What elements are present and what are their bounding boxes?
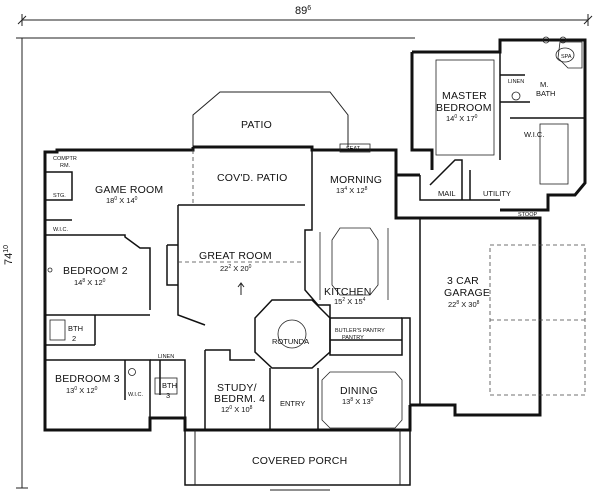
- svg-text:130 X 120: 130 X 120: [66, 386, 98, 395]
- overall-depth-label: 7410: [3, 245, 15, 265]
- linen-master-label: LINEN: [508, 79, 524, 85]
- svg-text:M.: M.: [540, 80, 548, 89]
- spa-label: SPA: [561, 54, 572, 60]
- garage-walls: [410, 216, 586, 417]
- svg-text:MORNING: MORNING: [330, 174, 382, 186]
- patio-label: PATIO: [241, 119, 272, 131]
- svg-text:BTH: BTH: [162, 381, 177, 390]
- linen-hall-label: LINEN: [158, 354, 174, 360]
- master-wing-walls: [410, 36, 587, 212]
- bth3-label: BTH 3: [162, 381, 177, 400]
- rotunda-octagon: [254, 299, 331, 369]
- spa-tub: [557, 41, 583, 69]
- rotunda-label: ROTUNDA: [272, 337, 309, 346]
- stoop-label: STOOP: [518, 212, 537, 218]
- butlers-pantry-label: BUTLER'S PANTRY: [335, 328, 385, 334]
- svg-text:MASTER: MASTER: [442, 90, 487, 102]
- svg-text:140 X 170: 140 X 170: [446, 114, 478, 123]
- game-room-label: GAME ROOM 180 X 140: [95, 184, 163, 205]
- svg-text:228 X 308: 228 X 308: [448, 300, 480, 309]
- kitchen-island: [331, 227, 379, 296]
- mail-label: MAIL: [438, 189, 456, 198]
- svg-text:148 X 120: 148 X 120: [74, 278, 106, 287]
- svg-text:3 CAR: 3 CAR: [447, 275, 479, 287]
- svg-text:134 X 128: 134 X 128: [336, 186, 368, 195]
- covd-patio-label: COV'D. PATIO: [217, 172, 288, 184]
- wic-master-label: W.I.C.: [524, 130, 544, 139]
- master-bedroom-label: MASTER BEDROOM 140 X 170: [436, 90, 492, 123]
- svg-text:BEDRM. 4: BEDRM. 4: [214, 393, 265, 405]
- svg-text:3: 3: [166, 391, 170, 400]
- toilet-icon: [511, 91, 521, 101]
- svg-text:120 X 108: 120 X 108: [221, 405, 253, 414]
- svg-text:GREAT ROOM: GREAT ROOM: [199, 250, 272, 262]
- svg-text:BEDROOM: BEDROOM: [436, 102, 492, 114]
- overall-width-label: 896: [295, 5, 311, 17]
- seat-label: SEAT: [346, 146, 361, 152]
- interior-walls: [45, 143, 411, 430]
- covered-porch-outline: [184, 429, 411, 491]
- window-seat: [339, 143, 371, 153]
- svg-text:GARAGE: GARAGE: [444, 287, 490, 299]
- master-bedroom-inner: [435, 59, 495, 156]
- svg-text:STUDY/: STUDY/: [217, 382, 257, 394]
- bedroom2-label: BEDROOM 2 148 X 120: [63, 265, 128, 287]
- wic-game-label: W.I.C.: [53, 227, 68, 233]
- svg-text:COMPTR: COMPTR: [53, 156, 77, 162]
- wic-shelving: [539, 123, 569, 185]
- utility-label: UTILITY: [483, 189, 511, 198]
- patio-outline: [192, 91, 349, 147]
- width-dimension-line: 896: [17, 5, 593, 26]
- dining-bay: [321, 371, 403, 429]
- covered-porch-label: COVERED PORCH: [252, 455, 347, 467]
- study-label: STUDY/ BEDRM. 4 120 X 108: [214, 382, 265, 414]
- svg-text:KITCHEN: KITCHEN: [324, 286, 372, 298]
- svg-text:BTH: BTH: [68, 324, 83, 333]
- kitchen-label: KITCHEN 152 X 154: [324, 286, 372, 306]
- svg-text:2: 2: [72, 334, 76, 343]
- great-room-label: GREAT ROOM 222 X 200: [199, 250, 272, 273]
- morning-label: MORNING 134 X 128: [330, 174, 382, 195]
- dining-label: DINING 138 X 130: [340, 385, 378, 406]
- svg-text:BEDROOM 2: BEDROOM 2: [63, 265, 128, 277]
- garage-label: 3 CAR GARAGE 228 X 308: [444, 275, 490, 309]
- stair-arrow: [237, 282, 245, 295]
- svg-text:GAME ROOM: GAME ROOM: [95, 184, 163, 196]
- bedroom3-label: BEDROOM 3 130 X 120: [55, 373, 120, 395]
- bath-fixtures: [47, 267, 178, 395]
- svg-text:BEDROOM 3: BEDROOM 3: [55, 373, 120, 385]
- comptr-rm-label: COMPTR RM.: [53, 156, 77, 169]
- pantry-label: PANTRY: [342, 335, 364, 341]
- svg-text:RM.: RM.: [60, 163, 71, 169]
- bth2-label: BTH 2: [68, 324, 83, 343]
- svg-text:180 X 140: 180 X 140: [106, 196, 138, 205]
- entry-label: ENTRY: [280, 399, 305, 408]
- svg-text:138 X 130: 138 X 130: [342, 397, 374, 406]
- depth-dimension-line: 7410: [3, 37, 28, 489]
- svg-text:DINING: DINING: [340, 385, 378, 397]
- stg-label: STG.: [53, 193, 66, 199]
- m-bath-label: M. BATH: [536, 80, 555, 98]
- wic-bed3-label: W.I.C.: [128, 392, 143, 398]
- svg-text:BATH: BATH: [536, 89, 555, 98]
- svg-text:222 X 200: 222 X 200: [220, 264, 252, 273]
- svg-text:152 X 154: 152 X 154: [334, 297, 366, 306]
